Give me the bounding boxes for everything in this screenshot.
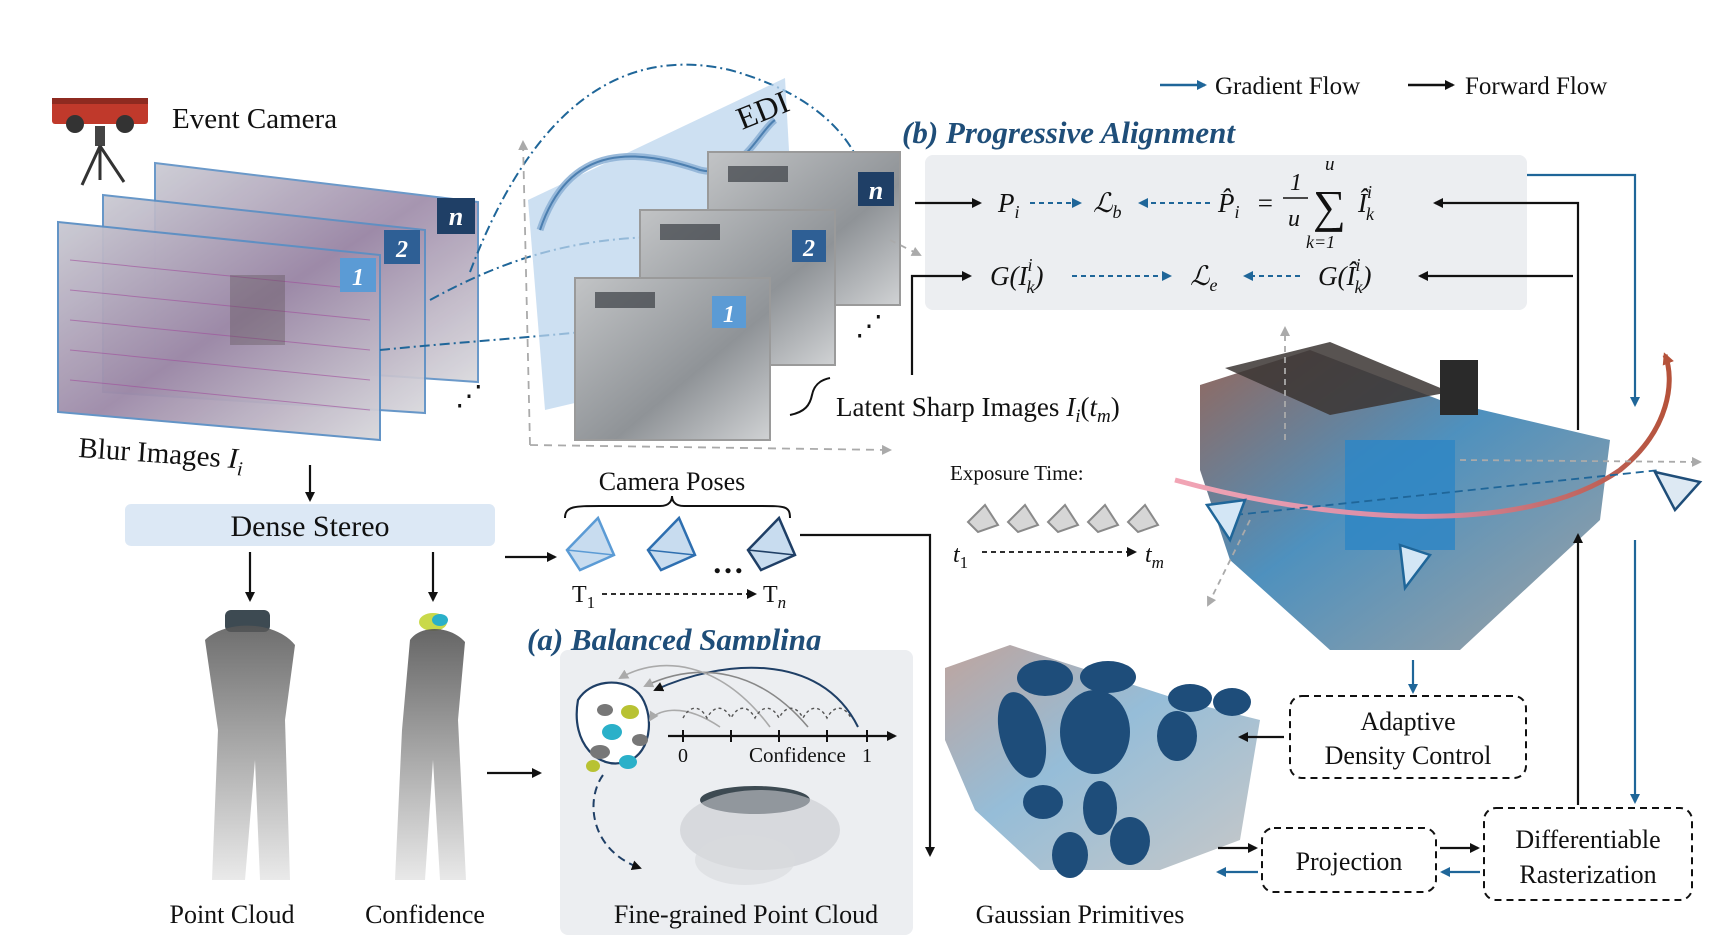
- blur-image-stack: [57, 161, 479, 442]
- svg-text:2: 2: [395, 237, 408, 263]
- adaptive-line-1: Adaptive: [1360, 707, 1455, 736]
- sampling-cluster: [575, 681, 651, 772]
- svg-text:n: n: [449, 202, 463, 231]
- pose-camera-icon-1: [565, 515, 616, 572]
- scene-camera-icon-3: [1652, 470, 1703, 513]
- exposure-camera-icons: [966, 503, 1160, 534]
- render-to-row1: [1527, 201, 1580, 430]
- svg-text:1: 1: [352, 265, 364, 291]
- rasterization-line-2: Rasterization: [1519, 860, 1656, 889]
- confidence-label: Confidence: [365, 900, 485, 929]
- svg-text:n: n: [869, 176, 883, 205]
- blur-badge-1: 1: [340, 258, 376, 292]
- gaussian-primitives-label: Gaussian Primitives: [976, 900, 1185, 929]
- blur-images-label: Blur Images Ii: [77, 432, 244, 480]
- event-camera-icon: [52, 98, 148, 186]
- le-term: ℒe: [1190, 261, 1217, 295]
- legend: Gradient Flow Forward Flow: [1160, 73, 1607, 100]
- gaussian-ellipses: [997, 660, 1251, 878]
- camera-poses-label: Camera Poses: [599, 467, 746, 496]
- svg-text:2: 2: [802, 236, 815, 262]
- frac-den: u: [1288, 206, 1300, 232]
- blur-frame-1: [57, 220, 381, 442]
- frac-num: 1: [1290, 170, 1302, 196]
- blur-stack-ellipsis: ⋰: [455, 381, 483, 412]
- fine-grained-cloud-label: Fine-grained Point Cloud: [614, 900, 878, 929]
- blur-badge-2: 2: [384, 230, 420, 264]
- point-cloud-image: [205, 610, 295, 880]
- scene-camera-icon-2: [1398, 543, 1433, 592]
- pose-camera-icon-2: [646, 515, 697, 572]
- scene-axis-right: [1459, 456, 1702, 467]
- sharp-axis-y: [518, 140, 531, 446]
- sum-top: u: [1325, 154, 1335, 175]
- blur-stripes: [69, 259, 371, 411]
- blur-badge-n: n: [437, 198, 475, 234]
- exposure-t1: t1: [953, 542, 968, 572]
- poses-to-gaussians-arrow: [800, 533, 935, 857]
- dense-stereo-label: Dense Stereo: [230, 510, 389, 543]
- frame-link-n: [469, 63, 862, 273]
- p-term: Pi: [997, 188, 1020, 222]
- sharp-badge-n: n: [858, 172, 894, 206]
- pose-camera-icon-n: [746, 515, 797, 572]
- svg-text:1: 1: [723, 302, 735, 328]
- axis-confidence-label: Confidence: [749, 743, 846, 767]
- poses-ellipsis: …: [712, 544, 744, 580]
- progressive-alignment-panel: [925, 155, 1527, 310]
- point-cloud-label: Point Cloud: [170, 900, 295, 929]
- axis-end-label: 1: [862, 745, 872, 767]
- scene-render: [1200, 342, 1610, 650]
- t1-label: T1: [572, 582, 595, 612]
- adaptive-density-box: [1289, 695, 1527, 779]
- tn-label: Tn: [763, 582, 786, 612]
- phat-term: P̂i: [1217, 188, 1240, 222]
- dense-stereo-box: [125, 504, 495, 546]
- adaptive-line-2: Density Control: [1325, 741, 1492, 770]
- projection-box: [1261, 827, 1437, 893]
- alignment-gradient-out: [1527, 173, 1640, 407]
- scene-ray-blue: [1234, 469, 1661, 516]
- rasterization-box: [1483, 807, 1693, 901]
- confidence-axis: [668, 707, 897, 742]
- sharp-axis-z: [889, 239, 922, 256]
- camera-trajectory: [1174, 352, 1674, 519]
- axis-start-label: 0: [678, 745, 688, 767]
- exposure-tm: tm: [1145, 542, 1164, 572]
- latent-to-alignment: [910, 271, 972, 375]
- latent-sharp-label: Latent Sharp Images Ii(tm): [836, 392, 1120, 427]
- event-camera-label: Event Camera: [172, 103, 337, 135]
- sharp-badge-1: 1: [712, 296, 746, 328]
- sharp-badge-2: 2: [792, 230, 826, 262]
- camera-poses-brace: [564, 495, 791, 519]
- latent-brace: [789, 377, 831, 416]
- rasterization-line-1: Differentiable: [1515, 825, 1660, 854]
- sum-bot: k=1: [1306, 232, 1335, 252]
- lb-term: ℒb: [1093, 188, 1121, 222]
- projection-label: Projection: [1296, 847, 1403, 876]
- scene-camera-icon-1: [1204, 498, 1247, 543]
- exposure-time-label: Exposure Time:: [950, 461, 1084, 485]
- forward-flow-legend-label: Forward Flow: [1465, 73, 1607, 100]
- sum-sign: ∑: [1313, 181, 1346, 232]
- scene-axis-down: [1207, 519, 1251, 607]
- progressive-alignment-title: (b) Progressive Alignment: [902, 115, 1236, 150]
- eq-sign: =: [1256, 188, 1274, 218]
- sharp-image-stack: [574, 151, 901, 441]
- sharp-axis-x: [529, 444, 892, 455]
- confidence-image: [395, 613, 466, 880]
- sharp-stack-ellipsis: ⋰: [855, 311, 883, 342]
- fine-grained-cloud-image: [680, 786, 840, 885]
- gradient-flow-legend-label: Gradient Flow: [1215, 73, 1360, 100]
